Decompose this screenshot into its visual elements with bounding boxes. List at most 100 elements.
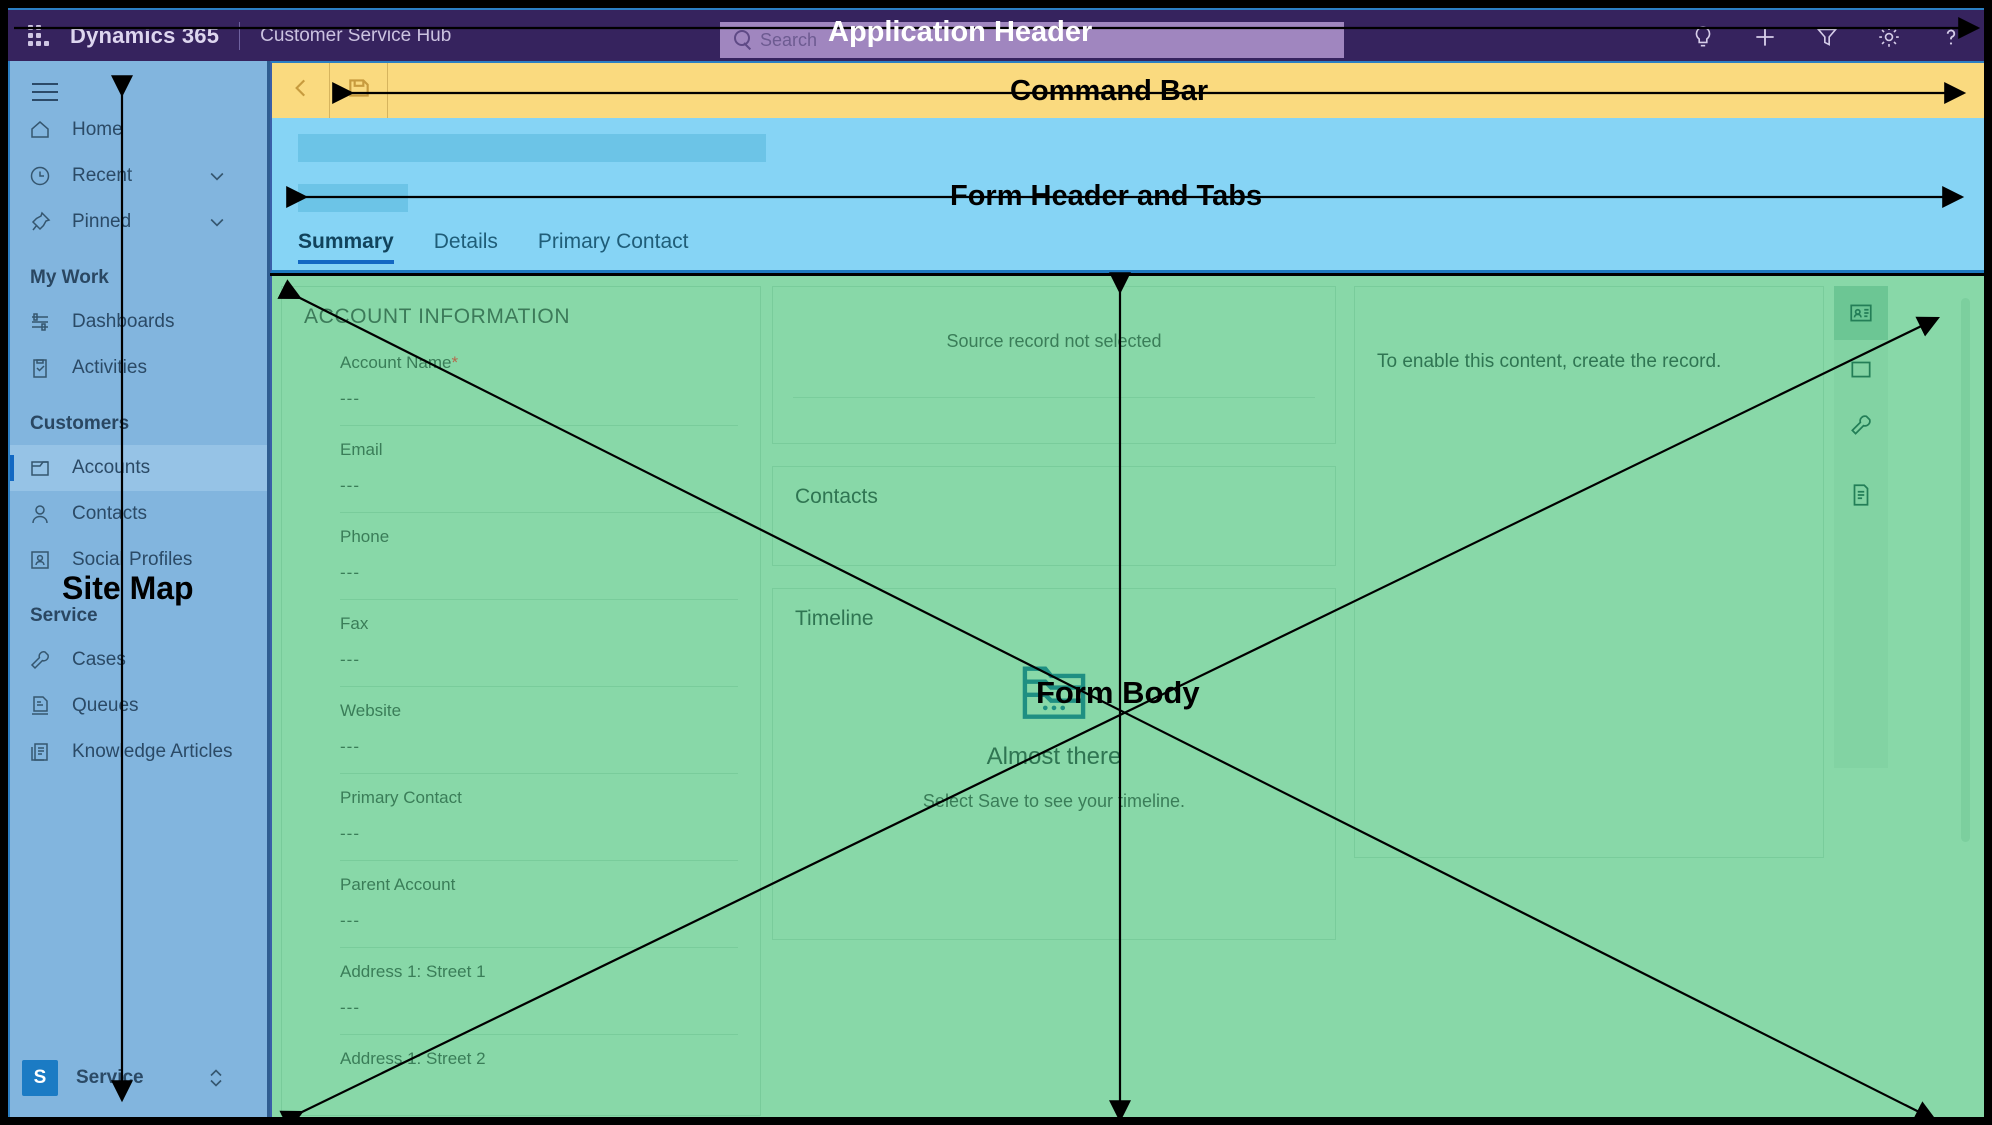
sidebar-item-queues[interactable]: Queues	[10, 683, 267, 729]
related-panel-rail	[1834, 286, 1888, 768]
sidebar-item-home[interactable]: Home	[10, 107, 267, 153]
tab-primary-contact[interactable]: Primary Contact	[537, 230, 689, 253]
field-email[interactable]: Email ---	[282, 426, 760, 513]
annotation-form-header: Form Header and Tabs	[950, 180, 1263, 212]
app-switcher[interactable]: S Service	[10, 1049, 267, 1107]
field-label: Fax	[340, 614, 369, 633]
field-address1-street2[interactable]: Address 1: Street 2	[282, 1035, 760, 1069]
wrench-icon	[28, 648, 56, 672]
field-account-name[interactable]: Account Name* ---	[282, 339, 760, 426]
record-title-placeholder	[298, 134, 766, 162]
chevron-down-icon[interactable]	[207, 166, 227, 186]
sidebar-item-knowledge-articles[interactable]: Knowledge Articles	[10, 729, 267, 775]
source-record-message: Source record not selected	[946, 331, 1162, 351]
sidebar-item-label: Recent	[72, 165, 133, 186]
record-subtitle-placeholder	[298, 184, 408, 212]
sidebar-item-accounts[interactable]: Accounts	[10, 445, 267, 491]
sidebar-item-label: Home	[72, 119, 123, 140]
contact-card-icon[interactable]	[1834, 286, 1888, 340]
sidebar-item-contacts[interactable]: Contacts	[10, 491, 267, 537]
hamburger-menu-icon[interactable]	[32, 83, 58, 101]
account-icon	[28, 456, 56, 480]
search-placeholder: Search	[760, 29, 818, 50]
header-icon-group	[1690, 10, 1964, 63]
sidebar-group-service: Service	[30, 605, 98, 626]
middle-column: Source record not selected Contacts Time…	[772, 286, 1336, 962]
field-label: Parent Account	[340, 875, 456, 894]
section-title: ACCOUNT INFORMATION	[304, 305, 571, 328]
field-parent-account[interactable]: Parent Account ---	[282, 861, 760, 948]
search-icon	[732, 29, 754, 51]
contacts-card: Contacts	[772, 466, 1336, 566]
field-fax[interactable]: Fax ---	[282, 600, 760, 687]
sidebar-item-label: Activities	[72, 357, 147, 378]
tab-summary[interactable]: Summary	[298, 230, 394, 264]
plus-icon[interactable]	[1752, 24, 1778, 50]
timeline-card: Timeline Almost there Select Save	[772, 588, 1336, 940]
waffle-grid-icon[interactable]	[22, 24, 56, 47]
field-website[interactable]: Website ---	[282, 687, 760, 774]
annotation-application-header: Application Header	[828, 16, 1093, 48]
brand-title[interactable]: Dynamics 365	[70, 22, 220, 48]
wrench-icon[interactable]	[1834, 398, 1888, 452]
save-icon	[346, 75, 372, 106]
pin-icon	[28, 210, 56, 234]
sidebar-item-label: Contacts	[72, 503, 147, 524]
form-body-scrollbar[interactable]	[1961, 298, 1970, 842]
up-down-chevron-icon[interactable]	[206, 1065, 226, 1091]
required-marker: *	[451, 353, 459, 372]
social-profile-icon	[28, 548, 56, 572]
right-panel: To enable this content, create the recor…	[1354, 286, 1824, 858]
activities-icon	[28, 356, 56, 380]
back-button[interactable]	[272, 63, 330, 118]
sidebar-item-dashboards[interactable]: Dashboards	[10, 299, 267, 345]
annotation-form-body: Form Body	[1036, 675, 1200, 710]
field-address1-street1[interactable]: Address 1: Street 1 ---	[282, 948, 760, 1035]
folder-icon[interactable]	[1834, 342, 1888, 396]
field-value: ---	[340, 389, 360, 408]
sidebar-item-label: Pinned	[72, 211, 132, 232]
save-button[interactable]	[330, 63, 388, 118]
contacts-card-title: Contacts	[795, 485, 878, 508]
sidebar-item-pinned[interactable]: Pinned	[10, 199, 267, 245]
sidebar-group-my-work: My Work	[30, 267, 109, 288]
field-label: Phone	[340, 527, 390, 546]
field-value: ---	[340, 824, 360, 843]
annotation-site-map: Site Map	[62, 570, 194, 606]
card-divider	[793, 397, 1315, 398]
empty-state-title: Almost there	[986, 743, 1122, 770]
sidebar-item-label: Knowledge Articles	[72, 741, 233, 762]
tab-details[interactable]: Details	[433, 230, 498, 253]
field-value: ---	[340, 998, 360, 1017]
field-label: Email	[340, 440, 383, 459]
document-icon[interactable]	[1834, 468, 1888, 522]
chevron-down-icon[interactable]	[207, 212, 227, 232]
field-phone[interactable]: Phone ---	[282, 513, 760, 600]
field-label: Website	[340, 701, 402, 720]
field-primary-contact[interactable]: Primary Contact ---	[282, 774, 760, 861]
gear-icon[interactable]	[1876, 24, 1902, 50]
app-name-label[interactable]: Customer Service Hub	[260, 24, 452, 46]
sidebar-item-recent[interactable]: Recent	[10, 153, 267, 199]
rail-spacer	[1834, 454, 1888, 468]
lightbulb-icon[interactable]	[1690, 24, 1716, 50]
field-value: ---	[340, 911, 360, 930]
sidebar-item-label: Accounts	[72, 457, 151, 478]
sidebar-item-activities[interactable]: Activities	[10, 345, 267, 391]
app-switcher-label: Service	[76, 1067, 144, 1088]
field-value: ---	[340, 737, 360, 756]
filter-icon[interactable]	[1814, 24, 1840, 50]
sidebar-group-customers: Customers	[30, 413, 130, 434]
help-icon[interactable]	[1938, 24, 1964, 50]
header-divider	[239, 21, 241, 50]
home-icon	[28, 118, 56, 142]
sidebar-item-label: Dashboards	[72, 311, 175, 332]
sidebar-item-cases[interactable]: Cases	[10, 637, 267, 683]
field-value: ---	[340, 563, 360, 582]
field-label: Account Name*	[340, 353, 459, 372]
field-value: ---	[340, 650, 360, 669]
sidebar-item-label: Cases	[72, 649, 126, 670]
account-information-section: ACCOUNT INFORMATION Account Name* --- Em…	[281, 286, 761, 1116]
back-arrow-icon	[288, 75, 314, 106]
